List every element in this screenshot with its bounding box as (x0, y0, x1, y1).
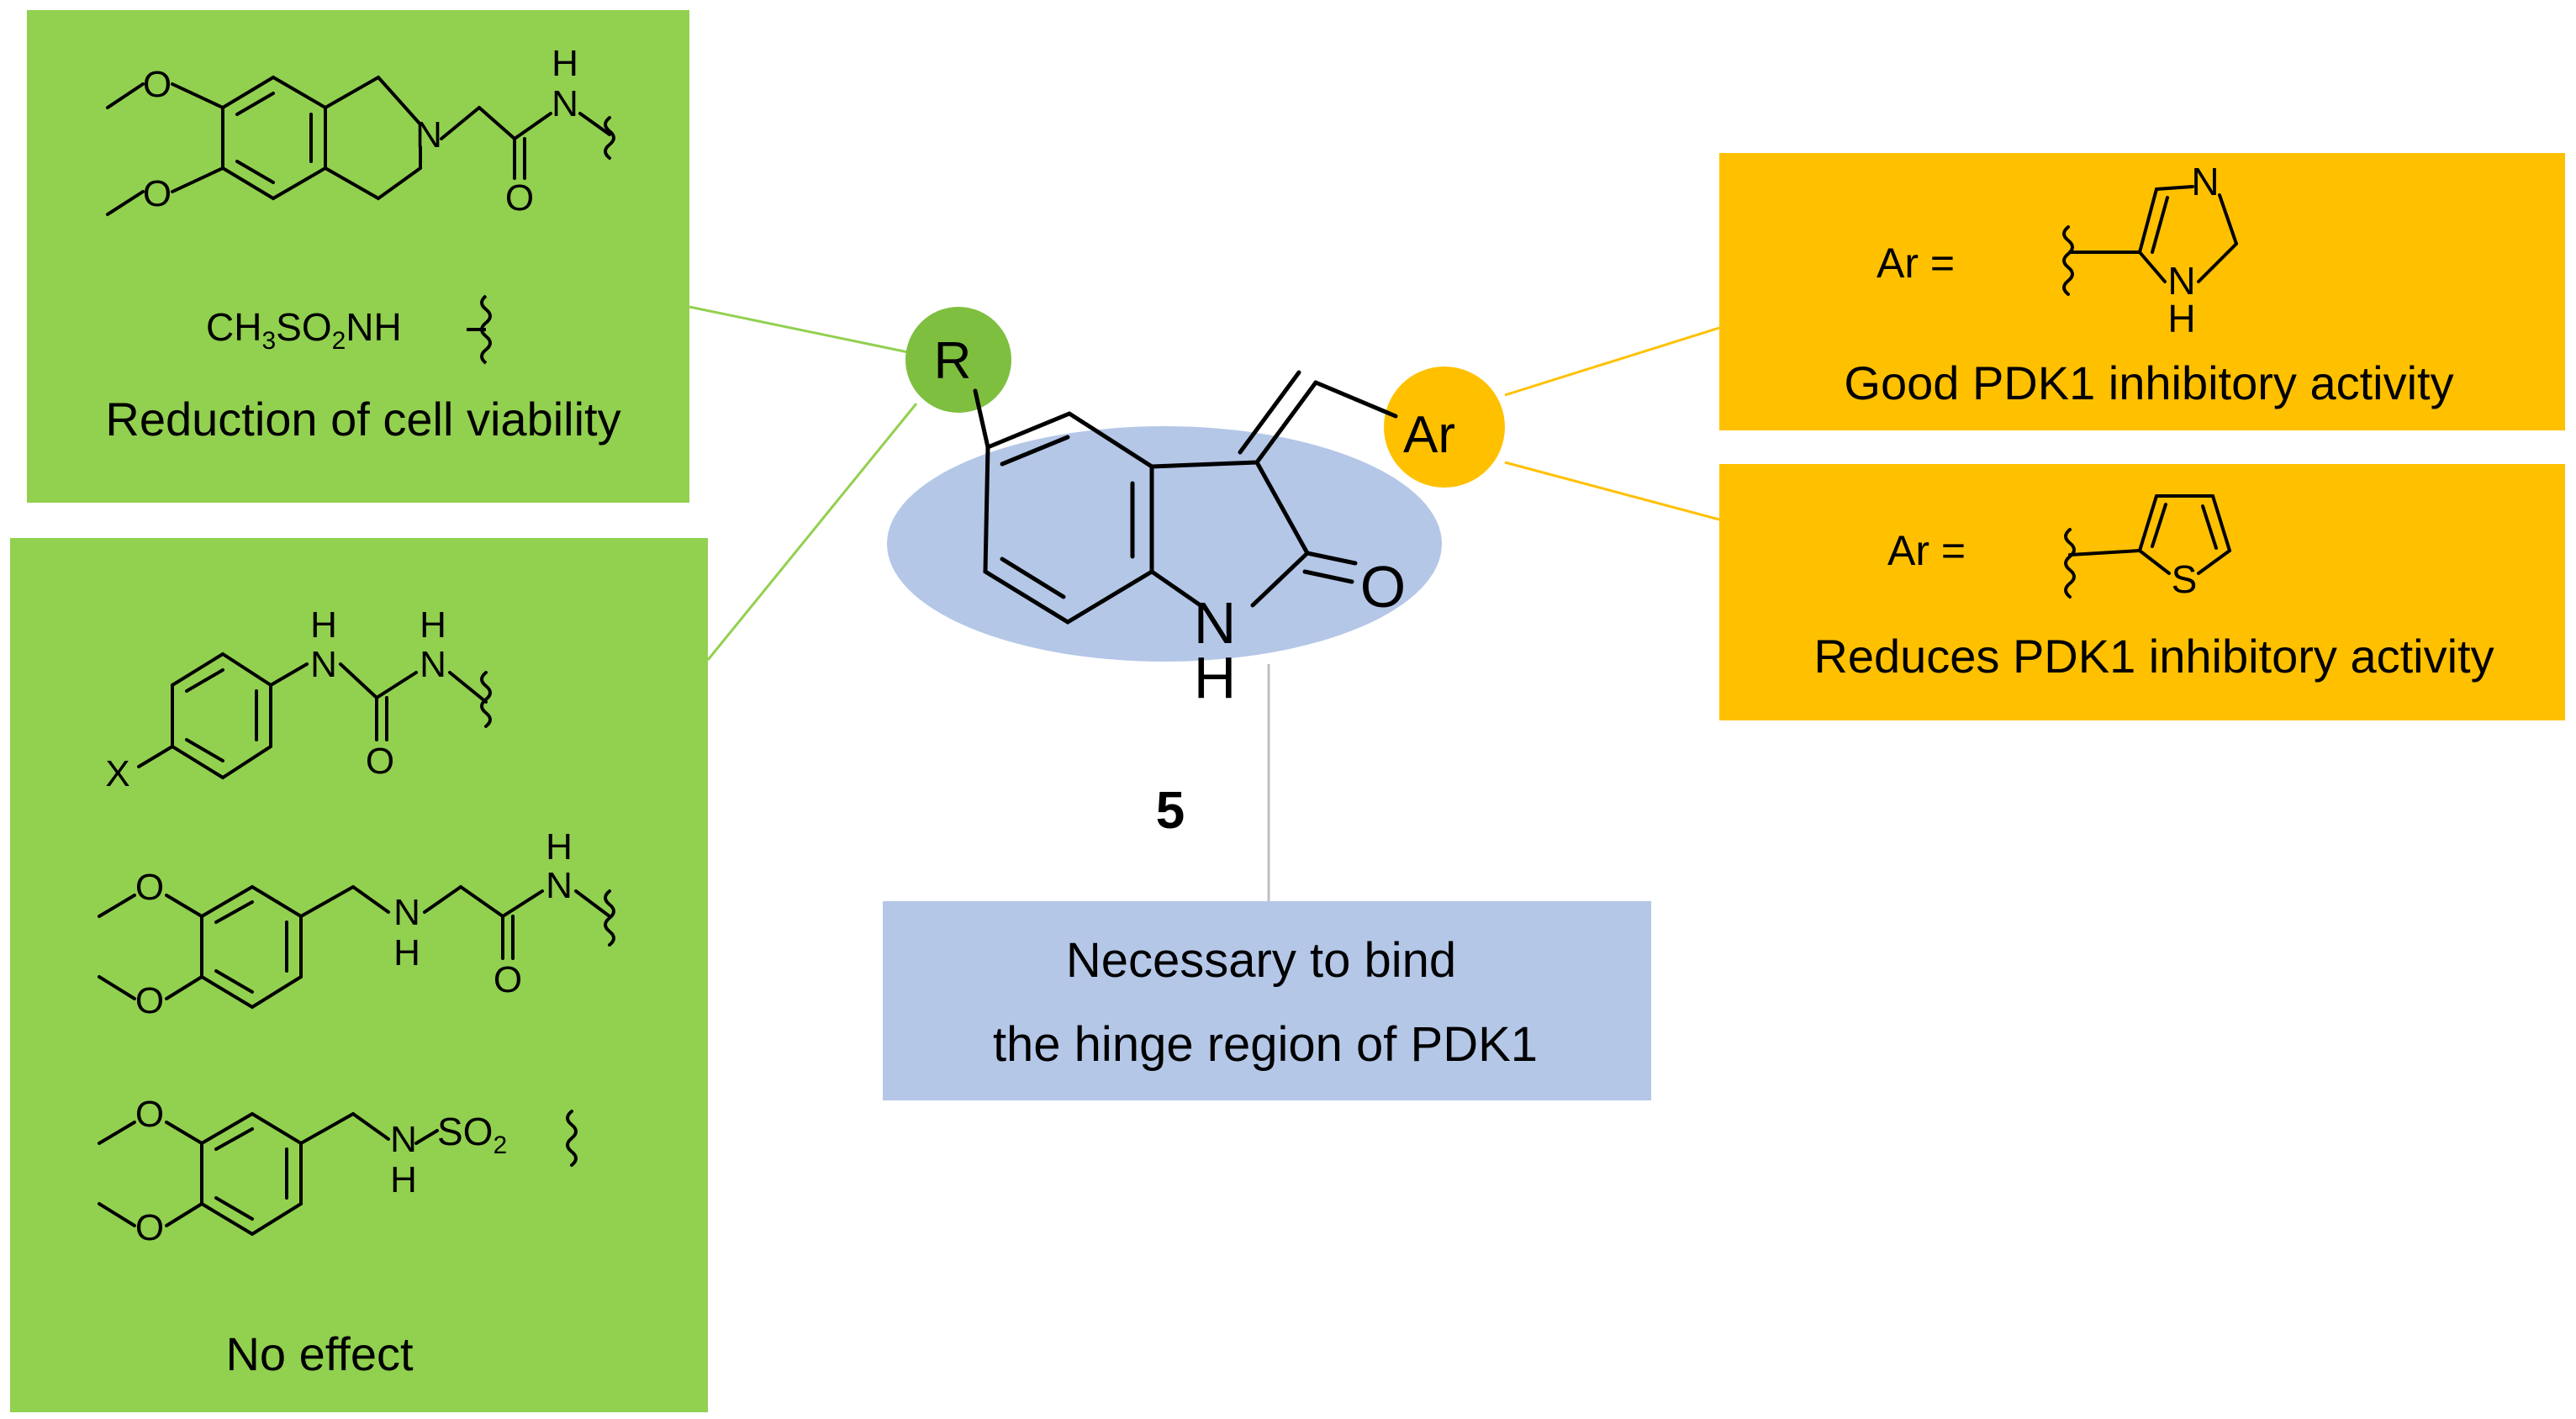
ome-oxygen: O (143, 64, 172, 105)
urea-nitrogen: N (420, 644, 446, 685)
ar-thiophene-caption: Reduces PDK1 inhibitory activity (1813, 630, 2494, 683)
core-highlight-ellipse (887, 426, 1442, 662)
ar-equation-thiophene: Ar = (1887, 527, 1966, 574)
aryl-urea-structure: X N H N H O (105, 604, 492, 794)
core-bonds (973, 370, 1398, 625)
ar-imidazole-caption: Good PDK1 inhibitory activity (1844, 356, 2453, 409)
nh-note-line1: Necessary to bind (1066, 933, 1456, 988)
thiophene-sulfur: S (2172, 557, 2198, 601)
ring-nitrogen: N (415, 114, 442, 156)
methanesulfonamide-structure: CH3SO2NH (206, 294, 492, 365)
core-scaffold: R Ar O N H 5 (887, 307, 1505, 840)
imidazole-n3: N (2191, 160, 2219, 203)
amine-hydrogen: H (393, 932, 420, 973)
core-r-label: R (934, 332, 972, 390)
amide-hydrogen: H (546, 826, 573, 868)
sulfonamide-nitrogen: N (390, 1119, 417, 1160)
connector-ar-imidazole (1504, 326, 1720, 397)
imidazole-structure: Ar = N N H (1877, 160, 2238, 340)
core-ar-label: Ar (1403, 406, 1455, 464)
ar-substituent-circle (1384, 367, 1505, 488)
core-nh-n: N (1194, 590, 1237, 656)
ar-imidazole-box (1719, 153, 2565, 430)
urea-hydrogen: H (310, 604, 337, 646)
imidazole-n1: N (2167, 259, 2195, 303)
imidazole-h: H (2167, 297, 2195, 340)
compound-number: 5 (1156, 782, 1185, 840)
ome-oxygen: O (135, 980, 164, 1021)
r-group-bottom-caption: No effect (225, 1327, 414, 1380)
r-group-top-box (27, 10, 689, 503)
para-substituent-x: X (105, 753, 129, 794)
connector-ar-thiophene (1504, 461, 1720, 521)
nh-note-line2: the hinge region of PDK1 (993, 1017, 1538, 1072)
urea-oxygen: O (366, 741, 394, 782)
connector-r-bottom (706, 403, 918, 661)
amide-nitrogen: N (546, 865, 573, 906)
r-group-top-caption: Reduction of cell viability (105, 393, 620, 446)
sulfonyl-group: SO2 (437, 1110, 507, 1159)
tetrahydroisoquinoline-acetamide-structure: O O N O N H (106, 43, 615, 219)
ome-oxygen: O (135, 867, 164, 908)
urea-hydrogen: H (420, 604, 446, 646)
thiophene-structure: Ar = S (1887, 494, 2231, 601)
connector-lines (689, 305, 1720, 901)
amide-oxygen: O (494, 959, 522, 1000)
core-nh-h: H (1194, 645, 1237, 710)
nh-note-box (883, 901, 1651, 1100)
sulfonamide-hydrogen: H (390, 1159, 417, 1200)
ar-equation-imidazole: Ar = (1877, 240, 1955, 287)
ome-oxygen: O (135, 1207, 164, 1248)
amide-oxygen: O (505, 177, 534, 219)
urea-nitrogen: N (310, 644, 337, 685)
r-substituent-circle (905, 307, 1011, 413)
ar-thiophene-box (1719, 464, 2565, 720)
ome-oxygen: O (143, 173, 172, 214)
connector-r-top (689, 305, 913, 355)
amide-hydrogen: H (552, 43, 578, 84)
amide-nitrogen: N (552, 83, 578, 124)
ome-oxygen: O (135, 1094, 164, 1135)
amine-nitrogen: N (393, 892, 420, 933)
core-carbonyl-o: O (1360, 554, 1406, 620)
r-group-bottom-box (10, 538, 708, 1412)
benzylamine-acetamide-structure: O O N H O N H (98, 826, 615, 1021)
benzyl-sulfonamide-structure: O O N H SO2 (98, 1094, 578, 1248)
methanesulfonamide-formula: CH3SO2NH (206, 305, 402, 355)
